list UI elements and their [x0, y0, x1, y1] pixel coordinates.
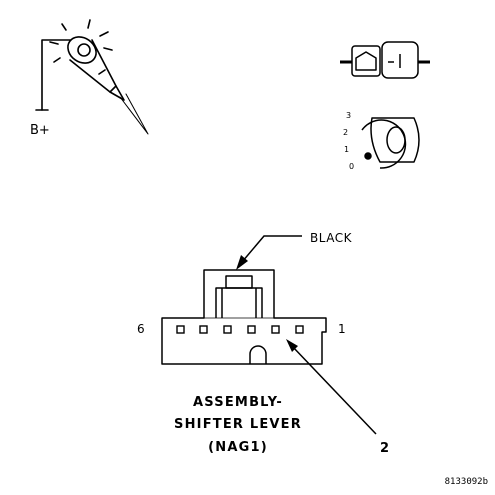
callout-number: 2: [380, 441, 390, 456]
power-label: B+: [30, 123, 50, 138]
pin-label-1: 1: [338, 322, 346, 336]
ignition-position-0: 0: [349, 162, 354, 171]
color-callout-leader: [241, 235, 302, 263]
connector-caption-line2: SHIFTER LEVER: [174, 417, 302, 432]
test-light-icon: [35, 19, 149, 135]
pin-callout-leader: [291, 345, 377, 435]
figure-id: 8133092b: [445, 477, 488, 487]
ignition-position-3: 3: [346, 111, 351, 120]
color-callout-label: BLACK: [310, 231, 353, 245]
disconnected-connector-icon: [340, 41, 430, 79]
ignition-key-icon: [361, 117, 420, 169]
pin-callout-arrowhead: [286, 339, 298, 352]
pin-cavities: [176, 325, 304, 334]
connector-caption-line1: ASSEMBLY-: [193, 395, 283, 410]
color-callout-arrowhead: [236, 255, 248, 270]
pin-label-6: 6: [137, 322, 145, 336]
shifter-connector: [161, 269, 327, 365]
ignition-position-1: 1: [344, 145, 349, 154]
ignition-position-2: 2: [343, 128, 348, 137]
connector-caption-line3: (NAG1): [208, 440, 268, 455]
